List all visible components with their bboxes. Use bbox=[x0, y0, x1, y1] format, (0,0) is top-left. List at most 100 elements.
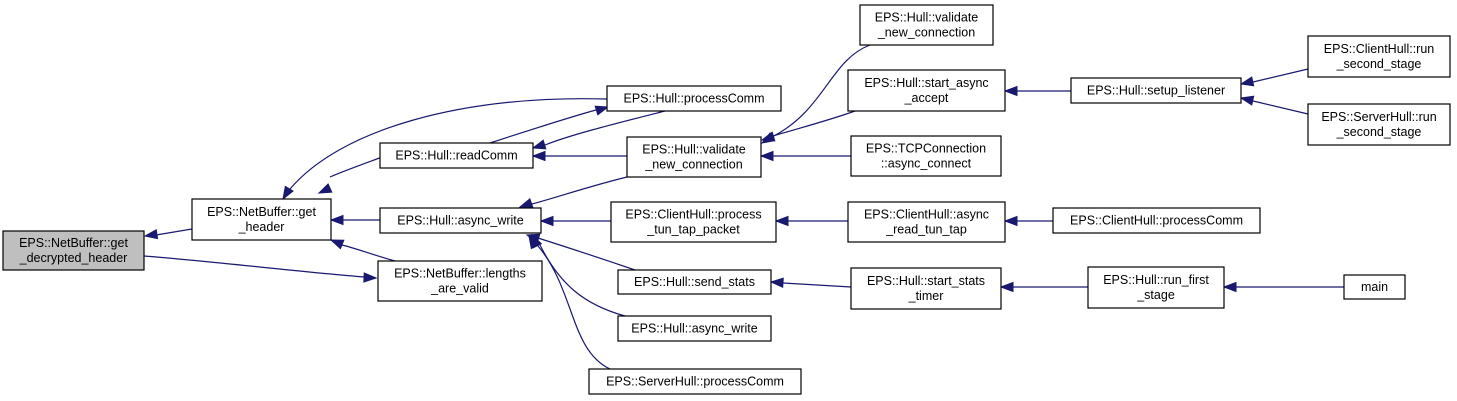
node-label: main bbox=[1361, 280, 1388, 294]
edge-n12-n6 bbox=[760, 110, 856, 142]
graph-node[interactable]: main bbox=[1343, 274, 1406, 300]
node-box[interactable] bbox=[847, 69, 1006, 112]
graph-node[interactable]: EPS::NetBuffer::lengths_are_valid bbox=[377, 260, 543, 302]
node-label: EPS::Hull::readComm bbox=[395, 149, 517, 163]
node-label: EPS::ClientHull::run bbox=[1324, 42, 1435, 56]
edge-n10-n3 bbox=[528, 234, 611, 370]
arrowhead-icon bbox=[539, 215, 554, 227]
edge-n4-n1 bbox=[329, 239, 396, 262]
node-label: EPS::ClientHull::process bbox=[625, 208, 761, 222]
node-box[interactable] bbox=[1307, 35, 1451, 78]
graph-node[interactable]: EPS::Hull::validate_new_connection bbox=[626, 136, 762, 178]
edge-n13-n6 bbox=[759, 150, 851, 162]
graph-node[interactable]: EPS::Hull::async_write bbox=[617, 315, 772, 342]
node-box[interactable] bbox=[191, 198, 332, 241]
node-box[interactable] bbox=[379, 142, 534, 169]
arrowhead-icon bbox=[1003, 215, 1018, 227]
node-box[interactable] bbox=[847, 201, 1006, 243]
edge-line bbox=[1252, 100, 1309, 115]
node-box[interactable] bbox=[1052, 207, 1261, 234]
node-box[interactable] bbox=[1343, 274, 1406, 300]
node-label: _second_stage bbox=[1336, 57, 1422, 71]
edge-line bbox=[341, 244, 396, 262]
graph-node[interactable]: EPS::NetBuffer::get_header bbox=[191, 198, 332, 241]
arrowhead-icon bbox=[329, 214, 344, 226]
node-label: EPS::Hull::validate bbox=[642, 143, 746, 157]
node-label: EPS::Hull::run_first bbox=[1103, 273, 1209, 287]
node-box[interactable] bbox=[1307, 103, 1451, 146]
node-box[interactable] bbox=[379, 207, 542, 234]
arrowhead-icon bbox=[1003, 85, 1018, 97]
node-label: EPS::ClientHull::processComm bbox=[1070, 214, 1243, 228]
node-box[interactable] bbox=[610, 201, 777, 243]
edge-line bbox=[155, 228, 193, 236]
graph-node[interactable]: EPS::Hull::run_first_stage bbox=[1087, 266, 1225, 309]
node-label: _header bbox=[238, 220, 285, 234]
edge-n1-n0 bbox=[143, 228, 193, 240]
node-label: EPS::Hull::start_async bbox=[864, 76, 988, 90]
graph-node[interactable]: EPS::ServerHull::processComm bbox=[588, 368, 802, 395]
graph-node[interactable]: EPS::Hull::async_write bbox=[379, 207, 542, 234]
graph-node[interactable]: EPS::Hull::setup_listener bbox=[1070, 77, 1242, 104]
node-box[interactable] bbox=[850, 267, 1002, 310]
node-label: _read_tun_tap bbox=[885, 223, 967, 237]
graph-node[interactable]: EPS::ClientHull::processComm bbox=[1052, 207, 1261, 234]
node-label: EPS::Hull::validate bbox=[875, 11, 979, 25]
node-box[interactable] bbox=[606, 85, 782, 112]
node-box[interactable] bbox=[850, 135, 1002, 177]
arrowhead-icon bbox=[769, 277, 784, 288]
node-box[interactable] bbox=[588, 368, 802, 395]
nodes-layer: EPS::NetBuffer::get_decrypted_headerEPS:… bbox=[2, 4, 1451, 395]
node-label: _stage bbox=[1136, 288, 1175, 302]
node-label: _accept bbox=[904, 91, 949, 105]
edge-line bbox=[772, 110, 856, 137]
root-node: EPS::NetBuffer::get_decrypted_header bbox=[2, 230, 145, 271]
edge-n5-n2 bbox=[531, 110, 666, 150]
node-label: EPS::ServerHull::processComm bbox=[606, 375, 784, 389]
node-label: _decrypted_header bbox=[19, 251, 128, 265]
edge-line bbox=[544, 110, 666, 146]
graph-node[interactable]: EPS::Hull::start_async_accept bbox=[847, 69, 1006, 112]
node-label: _new_connection bbox=[644, 158, 742, 172]
node-box[interactable] bbox=[617, 269, 772, 295]
node-box[interactable] bbox=[859, 4, 994, 46]
node-box[interactable] bbox=[1087, 266, 1225, 309]
edge-n7-n3 bbox=[539, 215, 611, 227]
node-box[interactable] bbox=[626, 136, 762, 178]
graph-node[interactable]: EPS::ClientHull::process_tun_tap_packet bbox=[610, 201, 777, 243]
node-label: EPS::ServerHull::run bbox=[1321, 110, 1436, 124]
edge-line bbox=[289, 98, 608, 190]
edge-n21-n18 bbox=[1222, 281, 1344, 293]
node-label: EPS::ClientHull::async bbox=[864, 208, 989, 222]
graph-node[interactable]: EPS::Hull::send_stats bbox=[617, 269, 772, 295]
node-box[interactable] bbox=[1070, 77, 1242, 104]
graph-node[interactable]: EPS::Hull::readComm bbox=[379, 142, 534, 169]
edge-line bbox=[537, 245, 611, 370]
node-label: EPS::TCPConnection bbox=[866, 142, 986, 156]
graph-node[interactable]: EPS::ServerHull::run_second_stage bbox=[1307, 103, 1451, 146]
node-box[interactable] bbox=[617, 315, 772, 342]
arrowhead-icon bbox=[143, 228, 159, 240]
graph-node[interactable]: EPS::Hull::start_stats_timer bbox=[850, 267, 1002, 310]
edges-layer bbox=[143, 44, 1344, 370]
edge-line bbox=[537, 237, 636, 271]
node-box[interactable] bbox=[377, 260, 543, 302]
node-label: EPS::NetBuffer::get bbox=[19, 236, 128, 250]
graph-node[interactable]: EPS::Hull::processComm bbox=[606, 85, 782, 112]
node-label: EPS::NetBuffer::lengths bbox=[394, 267, 526, 281]
graph-node[interactable]: EPS::TCPConnection::async_connect bbox=[850, 135, 1002, 177]
arrowhead-icon bbox=[1239, 76, 1255, 87]
arrowhead-icon bbox=[1239, 95, 1255, 106]
arrowhead-icon bbox=[518, 197, 534, 208]
graph-node[interactable]: EPS::Hull::validate_new_connection bbox=[859, 4, 994, 46]
edge-n5-n1 bbox=[282, 98, 608, 201]
node-label: EPS::Hull::processComm bbox=[623, 92, 764, 106]
node-label: EPS::NetBuffer::get bbox=[207, 205, 316, 219]
edge-n3-n1 bbox=[329, 214, 380, 226]
graph-node[interactable]: EPS::ClientHull::run_second_stage bbox=[1307, 35, 1451, 78]
graph-node[interactable]: EPS::ClientHull::async_read_tun_tap bbox=[847, 201, 1006, 243]
edge-n14-n7 bbox=[774, 215, 848, 227]
node-box bbox=[2, 230, 145, 271]
arrowhead-icon bbox=[999, 281, 1014, 293]
arrowhead-icon bbox=[329, 239, 345, 250]
